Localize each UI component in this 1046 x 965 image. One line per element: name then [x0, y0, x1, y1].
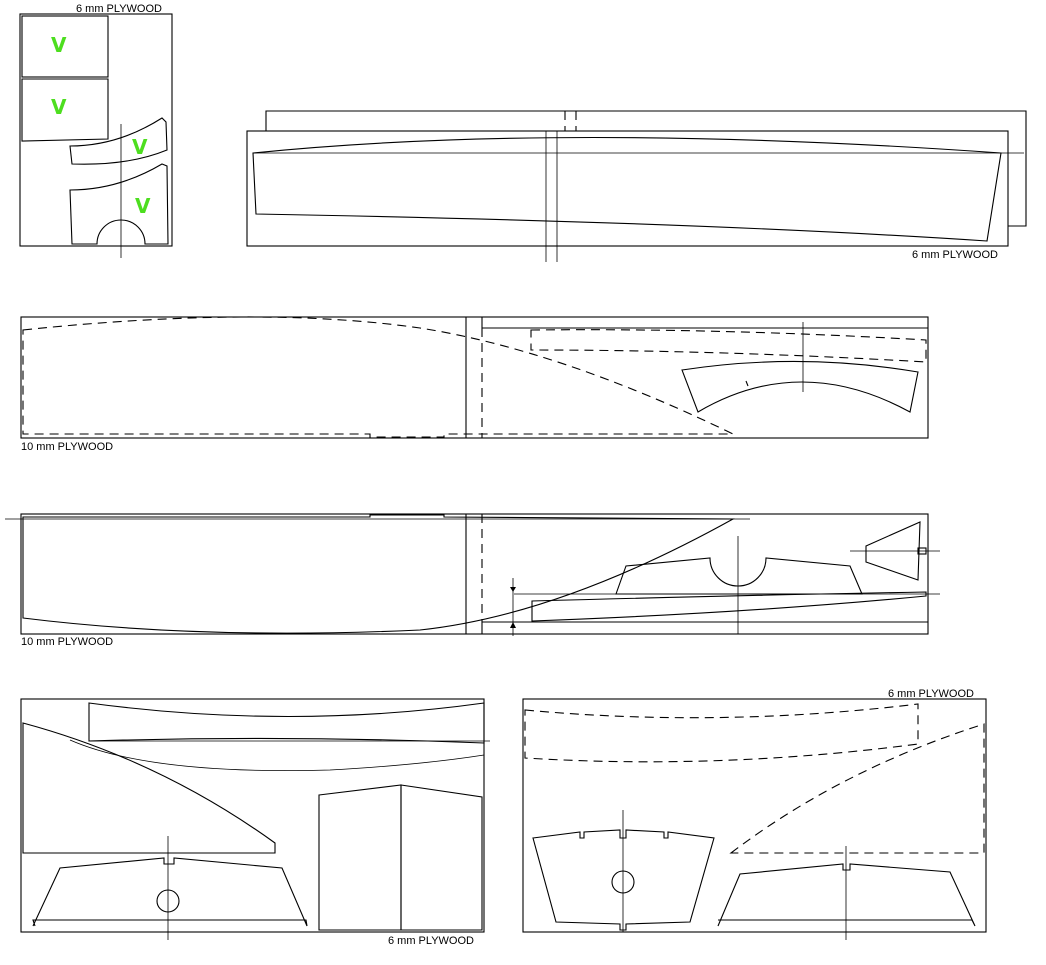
check-mark-v1: V [51, 33, 67, 57]
sheet-d-10mm: 10 mm PLYWOOD [5, 513, 940, 648]
part-d3-strip [531, 591, 927, 622]
sheet-b-back-outline [265, 110, 1027, 227]
sheet-c-label: 10 mm PLYWOOD [21, 441, 113, 453]
sheet-f-outline [522, 698, 987, 933]
part-a2 [21, 78, 109, 142]
dimension-arrow-down [510, 587, 516, 592]
part-a4-arch [69, 163, 169, 245]
sheet-a-outline [19, 13, 173, 247]
part-f2-dashed-panel [729, 723, 985, 854]
part-a3-curved [69, 117, 168, 165]
sheet-b-outline [246, 130, 1009, 247]
part-f1-dashed-strip [524, 703, 919, 763]
sheet-d-outline [20, 513, 929, 635]
part-d1-side-panel [22, 514, 736, 634]
check-mark-v4: V [135, 194, 151, 218]
sheet-a-6mm: 6 mm PLYWOOD V V V V [19, 3, 173, 258]
sheet-f-6mm: 6 mm PLYWOOD [522, 688, 987, 940]
sheet-e-6mm: 6 mm PLYWOOD [20, 698, 490, 947]
part-e2-curve [69, 739, 485, 772]
sheet-e-outline [20, 698, 485, 933]
sheet-e-label: 6 mm PLYWOOD [388, 935, 474, 947]
sheet-f-label: 6 mm PLYWOOD [888, 688, 974, 700]
sheet-c-10mm: 10 mm PLYWOOD [20, 316, 929, 453]
part-e4-block-left [318, 784, 402, 931]
check-mark-v3: V [132, 135, 148, 159]
part-c1-dashed-panel [22, 316, 734, 438]
part-b1-side-panel [252, 136, 1002, 242]
part-e2-triangle-panel [22, 722, 276, 854]
sheet-c-outline [20, 316, 929, 439]
part-e5-block-right [400, 784, 483, 931]
part-c3-notch [745, 380, 749, 387]
part-e1-curved-strip [88, 702, 485, 744]
sheet-b-6mm: 6 mm PLYWOOD [246, 110, 1027, 262]
part-f4-frame [717, 863, 976, 927]
part-d2-arch-frame [615, 557, 863, 595]
sheet-d-label: 10 mm PLYWOOD [21, 636, 113, 648]
part-d4-wedge [865, 521, 921, 581]
sheet-b-label: 6 mm PLYWOOD [912, 249, 998, 261]
part-c2-dashed-strip [530, 329, 927, 363]
part-c3-curved-frame [681, 360, 919, 413]
sheet-a-label: 6 mm PLYWOOD [76, 3, 162, 15]
check-mark-v2: V [51, 95, 67, 119]
part-a1 [21, 15, 109, 78]
part-e3-frame [32, 857, 308, 927]
dimension-arrow-up [510, 622, 516, 628]
part-f3-notched-frame [532, 829, 715, 931]
